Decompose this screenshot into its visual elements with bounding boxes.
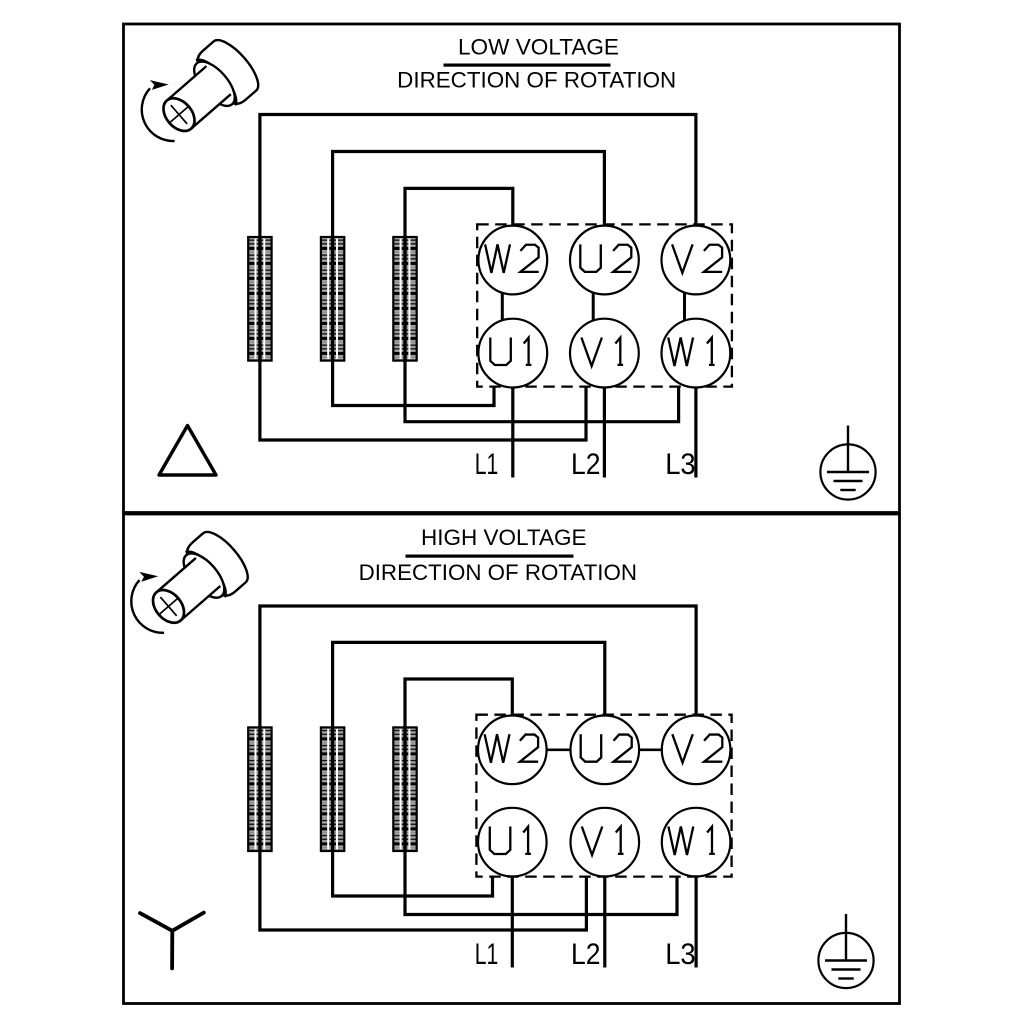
svg-text:L3: L3 [665,448,696,481]
svg-text:DIRECTION OF ROTATION: DIRECTION OF ROTATION [359,560,637,585]
svg-text:HIGH VOLTAGE: HIGH VOLTAGE [421,525,587,550]
svg-text:L3: L3 [665,938,696,971]
svg-text:L2: L2 [571,448,601,481]
svg-text:L2: L2 [571,938,601,971]
svg-text:L1: L1 [475,938,499,971]
svg-text:LOW VOLTAGE: LOW VOLTAGE [458,35,619,60]
svg-text:L1: L1 [475,448,499,481]
svg-text:DIRECTION OF ROTATION: DIRECTION OF ROTATION [397,68,676,93]
